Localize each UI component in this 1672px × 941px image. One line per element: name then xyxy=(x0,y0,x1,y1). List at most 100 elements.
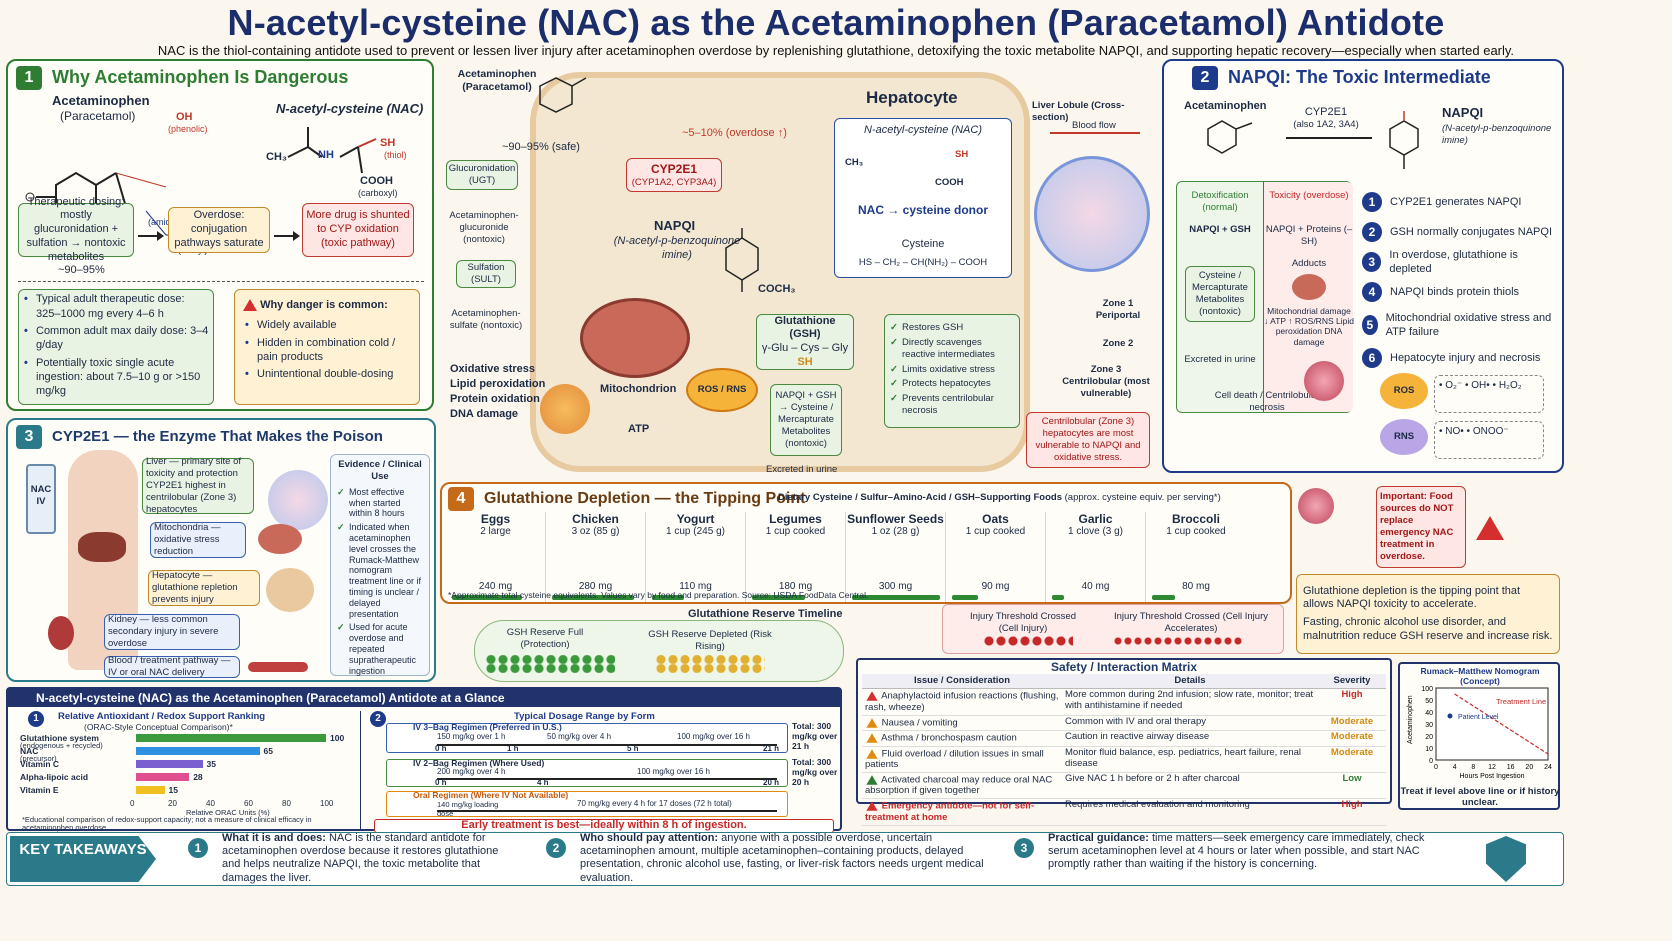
nomogram-ylabel: Acetaminophen xyxy=(1407,695,1414,744)
food-serving: 1 clove (3 g) xyxy=(1067,526,1124,537)
safety-issue: Anaphylactoid infusion reactions (flushi… xyxy=(862,688,1062,716)
panel4-number: 4 xyxy=(448,487,474,511)
tox-title: Toxicity (overdose) xyxy=(1269,190,1349,201)
tox-end: Cell death / Centrilobular necrosis xyxy=(1214,390,1320,413)
center-diagram: Acetaminophen (Paracetamol) Hepatocyte ~… xyxy=(440,62,1156,478)
blood-flow-label: Blood flow xyxy=(1072,120,1116,131)
bar xyxy=(136,760,203,768)
nomogram-ytick: 20 xyxy=(1425,734,1433,741)
bar-value: 65 xyxy=(263,746,273,756)
reg1-tick: 0 h xyxy=(435,744,447,753)
bar-tick: 20 xyxy=(168,799,177,808)
reg2-step: 100 mg/kg over 16 h xyxy=(637,767,710,776)
step-text: CYP2E1 generates NAPQI xyxy=(1390,195,1522,208)
takeaway-text: NAC is the standard antidote for acetami… xyxy=(222,832,499,884)
hepatocyte-icon xyxy=(266,568,314,612)
safety-issue: Asthma / bronchospasm caution xyxy=(862,730,1062,747)
apap-name: Acetaminophen xyxy=(52,93,150,108)
food-name: Garlic xyxy=(1078,512,1113,526)
takeaway-number: 1 xyxy=(188,838,208,858)
rns-label: RNS xyxy=(1393,431,1415,443)
ros-label: ROS xyxy=(1393,385,1415,397)
overdose-pct: ~5–10% (overdose ↑) xyxy=(682,127,787,139)
bar-tick: 100 xyxy=(320,799,334,808)
warning-icon xyxy=(243,299,257,312)
bar-label: NAC xyxy=(20,746,39,756)
reg3-step: 70 mg/kg every 4 h for 17 doses (72 h to… xyxy=(577,799,732,808)
vessel-icon xyxy=(248,662,308,672)
reg2-step: 200 mg/kg over 4 h xyxy=(437,767,506,776)
panel2-napqi-sub: (N-acetyl-p-benzoquinone imine) xyxy=(1442,123,1552,146)
flow-therapeutic: Therapeutic dosing: mostly glucuronidati… xyxy=(18,196,134,263)
conjugation-box: NAPQI + GSH → Cysteine / Mercapturate Me… xyxy=(770,384,842,456)
dose-item: Potentially toxic single acute ingestion… xyxy=(22,356,210,399)
takeaways-label: KEY TAKEAWAYS xyxy=(10,836,156,882)
warning-icon xyxy=(866,691,878,702)
stress-list: Oxidative stress Lipid peroxidation Prot… xyxy=(450,362,545,421)
callout-kidney: Kidney — less common secondary injury in… xyxy=(104,614,240,650)
bar-sublabel: (endogenous + recycled) xyxy=(20,741,103,750)
safety-row: Activated charcoal may reduce oral NAC a… xyxy=(862,772,1386,800)
step-number: 5 xyxy=(1362,315,1378,335)
zone-2: Zone 2 xyxy=(1102,338,1134,349)
bar-label: Vitamin E xyxy=(20,785,59,795)
callout-blood: Blood / treatment pathway — IV or oral N… xyxy=(104,655,240,678)
detox-eq: NAPQI + GSH xyxy=(1189,224,1251,235)
warning-icon xyxy=(866,733,878,743)
regimen-1: IV 3–Bag Regimen (Preferred in U.S.) 150… xyxy=(386,722,788,753)
takeaway-text: anyone with a possible overdose, uncerta… xyxy=(580,832,984,884)
nomogram-frame xyxy=(1435,687,1549,761)
benefit-item: Restores GSH xyxy=(888,322,1016,334)
nomogram-xtick: 8 xyxy=(1471,764,1475,771)
important-note: Important: Food sources do NOT replace e… xyxy=(1376,486,1466,568)
glance-num-1: 1 xyxy=(28,711,44,727)
takeaway-3: 3 Practical guidance: time matters—seek … xyxy=(1014,832,1444,882)
reg2-tick: 20 h xyxy=(763,778,780,787)
food-serving: 1 cup cooked xyxy=(965,526,1026,537)
foods-title: Dietary Cysteine / Sulfur–Amino-Acid / G… xyxy=(778,492,1062,503)
food-value: 110 mg xyxy=(679,581,712,592)
virus-cell-icon xyxy=(1298,488,1334,524)
step-number: 1 xyxy=(1362,192,1382,212)
detox-end: Excreted in urine xyxy=(1184,354,1256,365)
step-text: Hepatocyte injury and necrosis xyxy=(1390,351,1541,364)
nomogram-xtick: 20 xyxy=(1525,764,1533,771)
amide-label: (amide) xyxy=(148,217,179,227)
panel-safety: Safety / Interaction Matrix Issue / Cons… xyxy=(856,658,1392,826)
treatment-line xyxy=(1454,693,1549,755)
food-bar xyxy=(552,595,635,600)
safety-heading: Safety / Interaction Matrix xyxy=(1050,660,1198,674)
stress-item: Protein oxidation xyxy=(450,392,540,405)
food-value: 280 mg xyxy=(578,581,613,592)
bar-value: 35 xyxy=(206,759,216,769)
injury-dots-1 xyxy=(983,635,1073,647)
step-number: 3 xyxy=(1362,252,1382,272)
zone-note: Centrilobular (Zone 3) hepatocytes are m… xyxy=(1026,412,1150,468)
rns-items: • NO• • ONOO⁻ xyxy=(1434,421,1544,459)
benefit-item: Prevents centrilobular necrosis xyxy=(888,393,1016,417)
food-bar xyxy=(1152,595,1176,600)
hepatocyte-label: Hepatocyte xyxy=(866,88,958,107)
danger-item: Unintentional double-dosing xyxy=(243,367,411,382)
gsh-seq: γ-Glu – Cys – Gly xyxy=(761,342,849,354)
reg1-step: 50 mg/kg over 4 h xyxy=(547,732,612,741)
food-value: 240 mg xyxy=(478,581,513,592)
nomogram-ytick: 0 xyxy=(1429,758,1433,765)
food-serving: 1 cup cooked xyxy=(765,526,826,537)
panel2-apap: Acetaminophen xyxy=(1184,100,1267,112)
reg1-step: 150 mg/kg over 1 h xyxy=(437,732,506,741)
step-number: 2 xyxy=(1362,222,1382,242)
bar xyxy=(136,773,190,781)
food-bar xyxy=(952,595,979,600)
safety-issue: Fluid overload / dilution issues in smal… xyxy=(862,746,1062,773)
mito-icon xyxy=(258,524,302,554)
